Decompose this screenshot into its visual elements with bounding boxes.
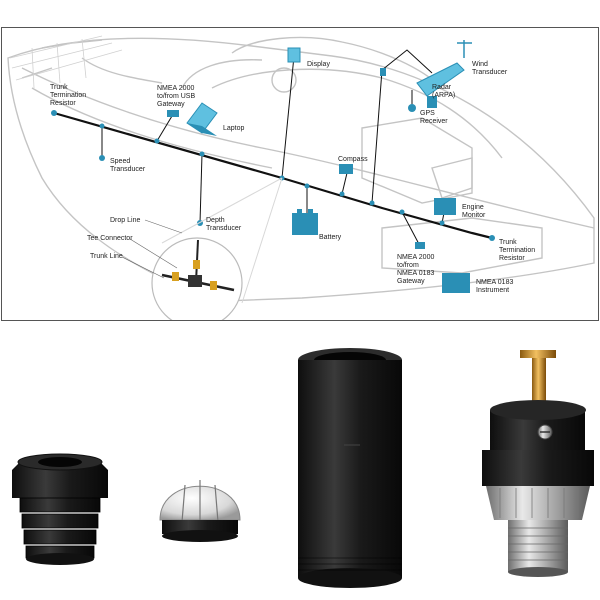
connector-housing-sleeve — [298, 348, 402, 588]
battery-icon — [292, 209, 318, 235]
label-compass: Compass — [338, 156, 368, 163]
label-nmea0183-gateway: NMEA 2000 to/from NMEA 0183 Gateway — [397, 254, 435, 285]
radar-mast-device — [380, 68, 386, 76]
compass-icon — [339, 164, 353, 174]
engine-monitor-icon — [434, 198, 456, 215]
trunk-line — [53, 111, 493, 240]
network-diagram: Trunk Termination Resistor NMEA 2000 to/… — [1, 27, 599, 321]
boat-diagram-graphic — [7, 35, 595, 320]
nmea0183-instrument-icon — [442, 273, 470, 293]
label-radar: Radar (ARPA) — [432, 84, 456, 99]
connector-parts-graphic — [12, 348, 594, 588]
label-gps-receiver: GPS Receiver — [420, 110, 448, 125]
label-drop-line: Drop Line — [110, 217, 141, 224]
usb-gateway-device — [167, 110, 179, 117]
label-trunk-resistor-right: Trunk Termination Resistor — [499, 239, 536, 262]
gps-receiver-icon — [408, 104, 416, 112]
tee-connector-zoom — [151, 177, 283, 320]
label-nmea0183-instrument: NMEA 0183 Instrument — [476, 279, 514, 294]
leader-lines — [121, 219, 183, 279]
label-tee-connector: Tee Connector — [87, 235, 133, 242]
bow-railing — [9, 35, 123, 89]
boat-outline — [7, 36, 595, 304]
rubber-seal-collet — [159, 480, 241, 542]
label-speed-transducer: Speed Transducer — [110, 158, 146, 173]
label-trunk-line: Trunk Line — [90, 253, 123, 260]
display-icon — [287, 47, 301, 63]
label-usb-gateway: NMEA 2000 to/from USB Gateway — [157, 85, 196, 108]
drop-lines — [101, 49, 445, 247]
wind-transducer-icon — [457, 40, 472, 58]
label-engine-monitor: Engine Monitor — [462, 204, 486, 219]
radar-icon — [416, 62, 465, 108]
connector-parts-photo — [0, 330, 600, 600]
label-trunk-resistor-left: Trunk Termination Resistor — [50, 84, 87, 107]
speed-transducer-icon — [99, 155, 105, 161]
m12-connector-insert — [482, 350, 594, 577]
nmea0183-gateway-device — [415, 242, 425, 249]
label-display: Display — [307, 61, 330, 68]
label-wind-transducer: Wind Transducer — [472, 61, 508, 76]
label-depth-transducer: Depth Transducer — [206, 217, 242, 232]
gland-nut — [12, 453, 108, 565]
label-laptop: Laptop — [223, 125, 245, 132]
laptop-icon — [186, 102, 218, 136]
label-battery: Battery — [319, 234, 342, 241]
